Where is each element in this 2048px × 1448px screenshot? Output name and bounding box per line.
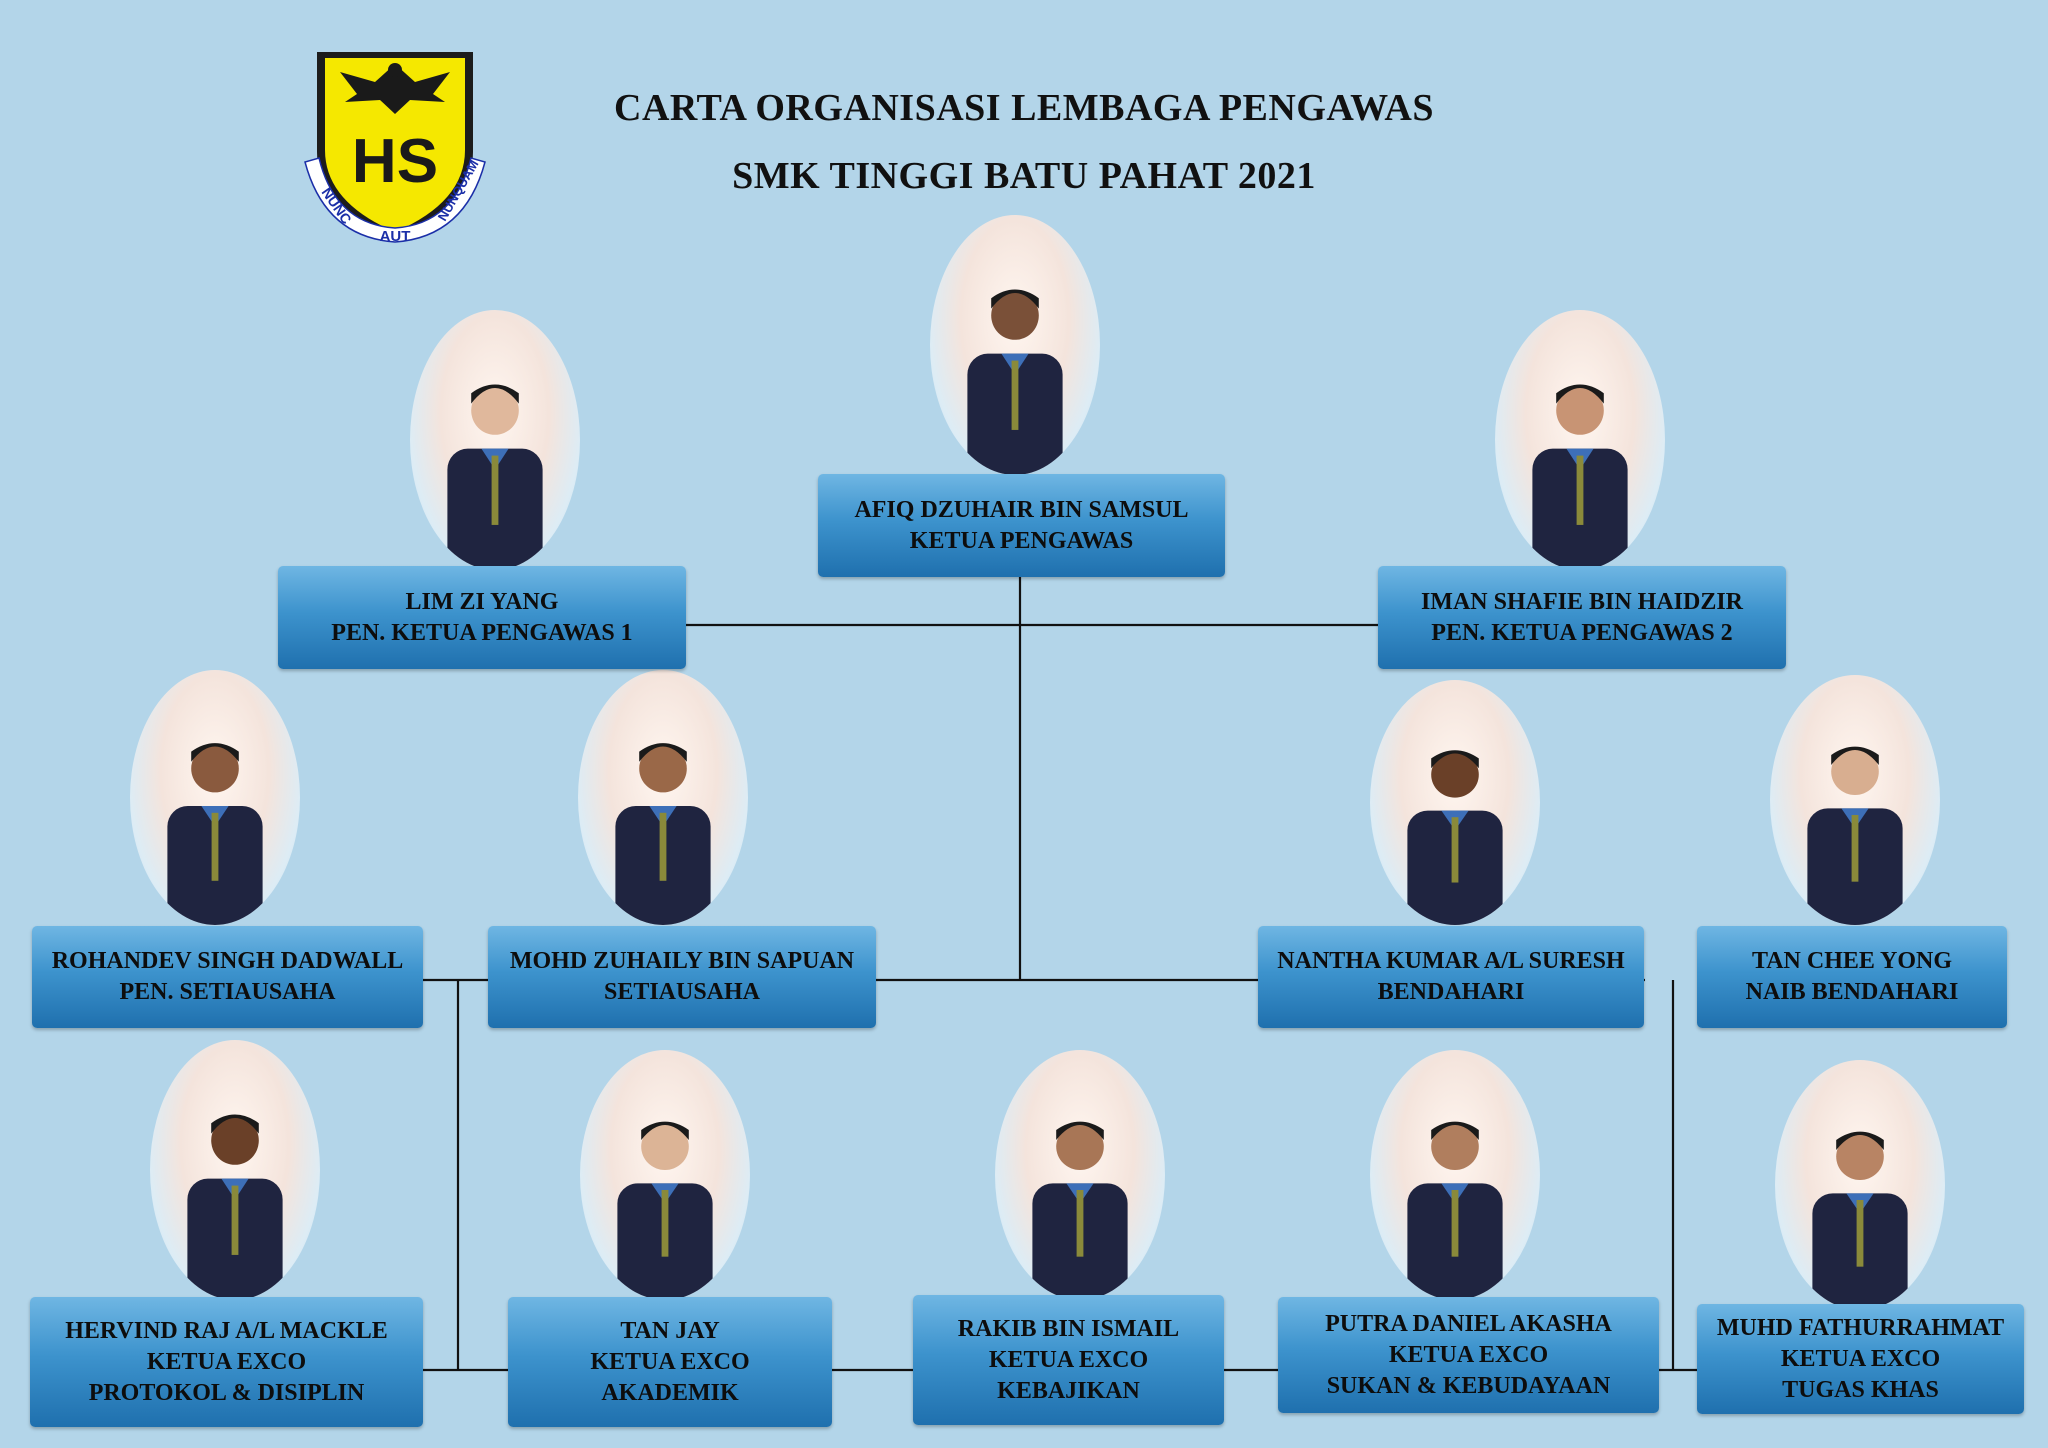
chart-title: CARTA ORGANISASI LEMBAGA PENGAWAS bbox=[614, 87, 1434, 129]
chart-subtitle: SMK TINGGI BATU PAHAT 2021 bbox=[732, 155, 1316, 197]
member-name: TAN JAY bbox=[620, 1317, 720, 1344]
portrait-pen-ketua-1 bbox=[410, 310, 580, 570]
member-role: NAIB BENDAHARI bbox=[1745, 979, 1959, 1005]
member-role: KETUA PENGAWAS bbox=[909, 527, 1134, 554]
portrait-exco-akademik bbox=[580, 1050, 750, 1300]
member-role: PEN. KETUA PENGAWAS 1 bbox=[331, 619, 633, 646]
node-pen-setiausaha: ROHANDEV SINGH DADWALL PEN. SETIAUSAHA bbox=[32, 926, 423, 1028]
member-role: SETIAUSAHA bbox=[603, 979, 761, 1005]
portrait-exco-sukan bbox=[1370, 1050, 1540, 1300]
member-role: PEN. SETIAUSAHA bbox=[119, 979, 336, 1005]
member-name: NANTHA KUMAR A/L SURESH bbox=[1277, 948, 1625, 974]
node-exco-akademik: TAN JAY KETUA EXCO AKADEMIK bbox=[508, 1297, 832, 1427]
member-name: RAKIB BIN ISMAIL bbox=[957, 1315, 1180, 1342]
member-name: IMAN SHAFIE BIN HAIDZIR bbox=[1420, 588, 1744, 615]
member-name: HERVIND RAJ A/L MACKLE bbox=[65, 1317, 388, 1344]
node-pen-ketua-2: IMAN SHAFIE BIN HAIDZIR PEN. KETUA PENGA… bbox=[1378, 566, 1786, 669]
portrait-exco-tugas-khas bbox=[1775, 1060, 1945, 1310]
node-naib-bendahari: TAN CHEE YONG NAIB BENDAHARI bbox=[1697, 926, 2007, 1028]
member-name: LIM ZI YANG bbox=[405, 588, 559, 615]
portrait-pen-ketua-2 bbox=[1495, 310, 1665, 570]
node-exco-tugas-khas: MUHD FATHURRAHMAT KETUA EXCO TUGAS KHAS bbox=[1697, 1304, 2024, 1414]
portrait-setiausaha bbox=[578, 670, 748, 925]
member-role: KETUA EXCO bbox=[146, 1348, 307, 1375]
node-exco-sukan: PUTRA DANIEL AKASHA KETUA EXCO SUKAN & K… bbox=[1278, 1297, 1659, 1413]
member-name: AFIQ DZUHAIR BIN SAMSUL bbox=[854, 496, 1189, 523]
school-crest-logo: HS NUNC AUT NUNQUAM bbox=[304, 52, 486, 245]
svg-text:AUT: AUT bbox=[380, 228, 411, 245]
member-role: KETUA EXCO bbox=[1780, 1345, 1941, 1372]
portrait-bendahari bbox=[1370, 680, 1540, 925]
portrait-exco-protokol bbox=[150, 1040, 320, 1300]
portrait-ketua-pengawas bbox=[930, 215, 1100, 475]
member-portfolio: SUKAN & KEBUDAYAAN bbox=[1326, 1372, 1611, 1399]
portrait-exco-kebajikan bbox=[995, 1050, 1165, 1300]
member-role: BENDAHARI bbox=[1377, 979, 1525, 1005]
member-portfolio: AKADEMIK bbox=[601, 1379, 739, 1406]
node-pen-ketua-1: LIM ZI YANG PEN. KETUA PENGAWAS 1 bbox=[278, 566, 686, 669]
node-bendahari: NANTHA KUMAR A/L SURESH BENDAHARI bbox=[1258, 926, 1644, 1028]
member-role: KETUA EXCO bbox=[1388, 1341, 1549, 1368]
member-role: KETUA EXCO bbox=[590, 1348, 750, 1375]
svg-text:HS: HS bbox=[352, 127, 438, 196]
node-ketua-pengawas: AFIQ DZUHAIR BIN SAMSUL KETUA PENGAWAS bbox=[818, 474, 1225, 577]
member-portfolio: PROTOKOL & DISIPLIN bbox=[88, 1379, 365, 1406]
member-name: MUHD FATHURRAHMAT bbox=[1716, 1314, 2005, 1341]
node-exco-kebajikan: RAKIB BIN ISMAIL KETUA EXCO KEBAJIKAN bbox=[913, 1295, 1224, 1425]
member-name: TAN CHEE YONG bbox=[1751, 948, 1952, 974]
member-name: PUTRA DANIEL AKASHA bbox=[1325, 1310, 1612, 1337]
member-name: ROHANDEV SINGH DADWALL bbox=[51, 948, 404, 974]
member-portfolio: TUGAS KHAS bbox=[1782, 1376, 1939, 1403]
member-role: PEN. KETUA PENGAWAS 2 bbox=[1431, 619, 1733, 646]
member-name: MOHD ZUHAILY BIN SAPUAN bbox=[509, 948, 855, 974]
node-exco-protokol: HERVIND RAJ A/L MACKLE KETUA EXCO PROTOK… bbox=[30, 1297, 423, 1427]
node-setiausaha: MOHD ZUHAILY BIN SAPUAN SETIAUSAHA bbox=[488, 926, 876, 1028]
portrait-pen-setiausaha bbox=[130, 670, 300, 925]
member-portfolio: KEBAJIKAN bbox=[997, 1377, 1140, 1404]
member-role: KETUA EXCO bbox=[988, 1346, 1149, 1373]
portrait-naib-bendahari bbox=[1770, 675, 1940, 925]
